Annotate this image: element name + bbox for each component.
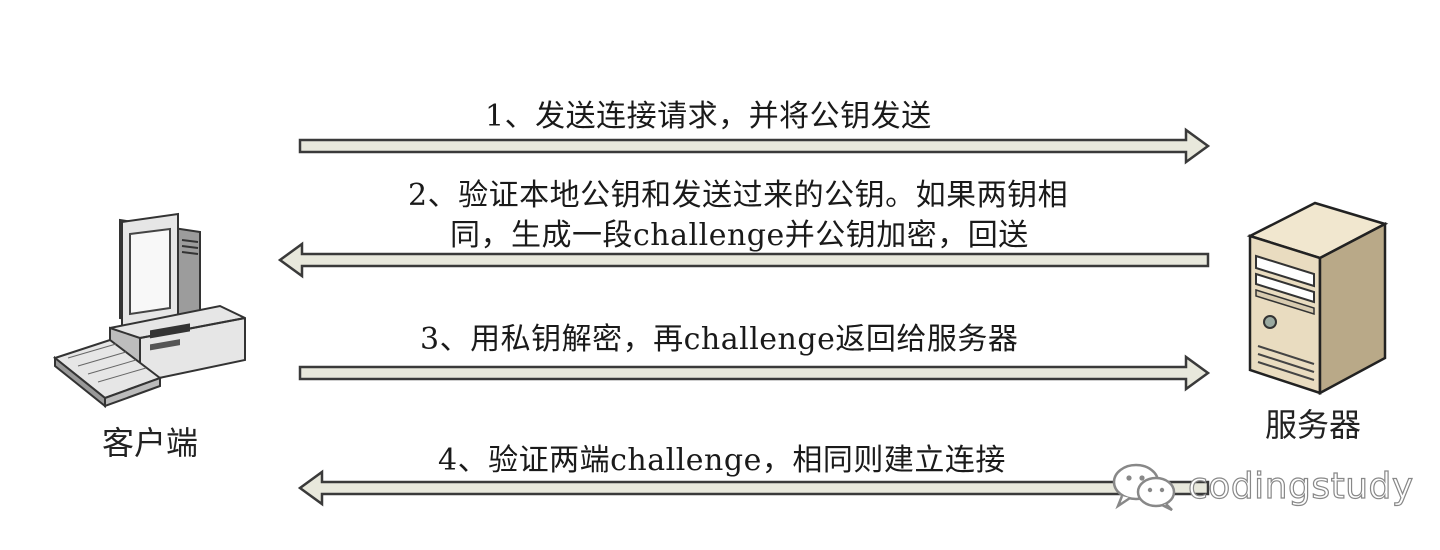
watermark: codingstudy <box>1110 458 1414 514</box>
step-2-label-line2: 同，生成一段challenge并公钥加密，回送 <box>450 218 1029 253</box>
client-computer-icon <box>52 212 246 409</box>
server-icon <box>1246 201 1389 396</box>
step-4-arrow <box>297 469 1210 507</box>
step-1-label: 1、发送连接请求，并将公钥发送 <box>485 99 932 134</box>
step-4-label: 4、验证两端challenge，相同则建立连接 <box>438 443 1006 478</box>
server-label: 服务器 <box>1265 406 1362 444</box>
step-1-arrow <box>298 127 1211 165</box>
client-label: 客户端 <box>102 424 199 462</box>
wechat-icon <box>1112 463 1176 512</box>
step-3-arrow <box>298 354 1211 392</box>
step-3-label: 3、用私钥解密，再challenge返回给服务器 <box>420 322 1019 357</box>
step-2-arrow <box>277 241 1210 279</box>
watermark-text: codingstudy <box>1187 465 1414 507</box>
step-2-label-line1: 2、验证本地公钥和发送过来的公钥。如果两钥相 <box>408 178 1069 213</box>
